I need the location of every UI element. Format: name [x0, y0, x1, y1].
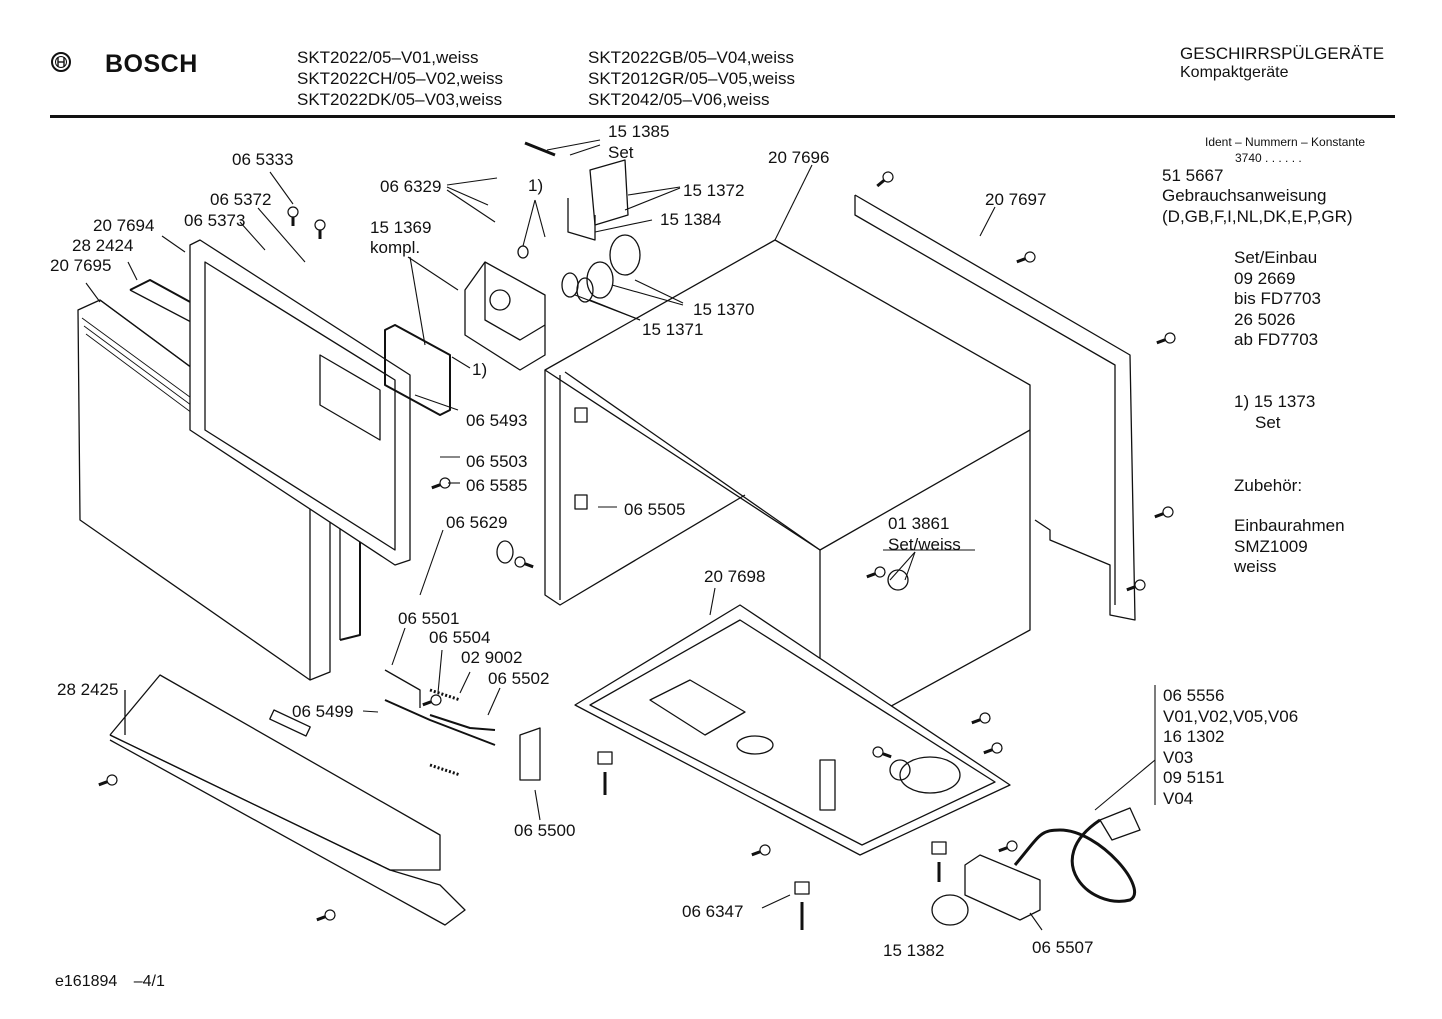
bosch-armature-icon — [57, 57, 65, 67]
part-label: 06 5629 — [446, 513, 508, 532]
set-einbau-line: 26 5026 — [1234, 309, 1296, 329]
base-tray — [574, 604, 1011, 856]
cable-variant-line: 06 5556 — [1163, 686, 1225, 705]
cable-variant-line: 16 1302 — [1163, 727, 1225, 746]
accessory-block: Einbaurahmen SMZ1009 weiss — [1234, 516, 1345, 578]
hinge-parts — [384, 669, 541, 781]
part-label: kompl. — [370, 238, 421, 257]
part-label: Set — [608, 143, 634, 162]
manual-number: 51 5667 — [1162, 166, 1224, 185]
part-label: 06 5501 — [398, 609, 460, 628]
model-item: SKT2022GB/05–V04,weiss — [588, 48, 795, 67]
cover-plate — [384, 324, 451, 416]
model-item: SKT2022/05–V01,weiss — [297, 48, 479, 67]
part-label: 06 5504 — [429, 628, 491, 647]
part-label: 06 5500 — [514, 821, 576, 840]
model-list-1: SKT2022/05–V01,weiss SKT2022CH/05–V02,we… — [297, 47, 503, 110]
part-label: 06 5333 — [232, 150, 294, 169]
u-bracket — [567, 198, 596, 241]
ident-title: Ident – Nummern – Konstante — [1205, 135, 1366, 149]
footer: e161894 –4/1 — [55, 973, 165, 991]
category-subtitle: Kompaktgeräte — [1180, 64, 1289, 81]
category-title: GESCHIRRSPÜLGERÄTE — [1180, 44, 1385, 63]
header-divider — [50, 115, 1395, 118]
connector-block — [964, 854, 1041, 921]
part-label: 06 6347 — [682, 902, 744, 921]
accessory-line: weiss — [1234, 557, 1277, 576]
kick-plate — [109, 674, 466, 926]
part-label: 15 1371 — [642, 320, 704, 339]
set-einbau-line: 09 2669 — [1234, 268, 1296, 288]
accessory-line: SMZ1009 — [1234, 536, 1308, 556]
model-item: SKT2022CH/05–V02,weiss — [297, 69, 504, 88]
part-label: 15 1370 — [693, 300, 755, 319]
cable-variant-line: V04 — [1163, 788, 1194, 808]
cable-variant-line: V01,V02,V05,V06 — [1163, 706, 1299, 726]
accessory-line: Einbaurahmen — [1234, 516, 1345, 535]
part-label: 28 2424 — [72, 236, 134, 255]
part-label: 06 5503 — [466, 452, 528, 471]
footnote-marker: 1) — [528, 176, 544, 195]
part-label: 20 7698 — [704, 567, 766, 586]
drawing-id: e161894 — [55, 973, 118, 990]
part-label: 06 5507 — [1032, 938, 1094, 957]
part-label: 15 1385 — [608, 122, 670, 141]
set-einbau-block: Set/Einbau 09 2669 bis FD7703 26 5026 ab… — [1234, 248, 1321, 351]
part-label: 06 5585 — [466, 476, 528, 495]
manual-label: Gebrauchsanweisung — [1162, 186, 1327, 205]
leader-lines — [85, 139, 1156, 931]
part-label: 15 1369 — [370, 218, 432, 237]
feet — [496, 540, 947, 930]
model-list-2: SKT2022GB/05–V04,weiss SKT2012GR/05–V05,… — [588, 47, 795, 110]
handle-frame — [589, 159, 629, 226]
part-label: 06 5502 — [488, 669, 550, 688]
part-label: 06 5499 — [292, 702, 354, 721]
part-label: 20 7696 — [768, 148, 830, 167]
set-einbau-line: Set/Einbau — [1234, 248, 1318, 267]
cable-variant-line: V03 — [1163, 747, 1194, 767]
part-label: 15 1384 — [660, 210, 722, 229]
screws — [98, 171, 1176, 922]
model-item: SKT2012GR/05–V05,weiss — [588, 69, 795, 88]
part-label: 06 5493 — [466, 411, 528, 430]
part-label: 01 3861 — [888, 514, 950, 533]
part-label: 20 7695 — [50, 256, 112, 275]
bosch-logo-icon — [51, 52, 71, 72]
part-label: 28 2425 — [57, 680, 119, 699]
part-label: 06 5373 — [184, 211, 246, 230]
footnote-line: 1) 15 1373 — [1234, 392, 1316, 411]
brand-name: BOSCH — [105, 50, 198, 78]
part-label: 06 5372 — [210, 190, 272, 209]
part-label: Set/weiss — [888, 535, 961, 554]
power-cable — [1013, 807, 1141, 903]
manual-languages: (D,GB,F,I,NL,DK,E,P,GR) — [1162, 207, 1353, 226]
page-number: –4/1 — [133, 973, 165, 990]
seal-rings — [517, 234, 641, 303]
inner-door — [189, 239, 411, 566]
part-label: 06 6329 — [380, 177, 442, 196]
set-einbau-line: ab FD7703 — [1234, 330, 1319, 349]
model-item: SKT2022DK/05–V03,weiss — [297, 90, 503, 109]
part-label: 15 1382 — [883, 941, 945, 960]
accessory-title: Zubehör: — [1234, 476, 1303, 495]
set-einbau-line: bis FD7703 — [1234, 289, 1321, 308]
ident-value: 3740 . . . . . . — [1235, 151, 1302, 165]
model-item: SKT2042/05–V06,weiss — [588, 90, 770, 109]
door-lock-unit — [464, 261, 546, 371]
part-label: 20 7697 — [985, 190, 1047, 209]
cable-variant-block: 06 5556 V01,V02,V05,V06 16 1302 V03 09 5… — [1163, 686, 1298, 809]
back-panel — [854, 194, 1136, 621]
part-label: 15 1372 — [683, 181, 745, 200]
footnote-line: Set — [1255, 413, 1281, 432]
part-label: 02 9002 — [461, 648, 523, 667]
footnote-marker: 1) — [472, 360, 488, 379]
rod — [524, 141, 556, 157]
cable-variant-line: 09 5151 — [1163, 768, 1225, 787]
part-label: 06 5505 — [624, 500, 686, 519]
capacitor — [931, 894, 969, 926]
part-label: 20 7694 — [93, 216, 155, 235]
